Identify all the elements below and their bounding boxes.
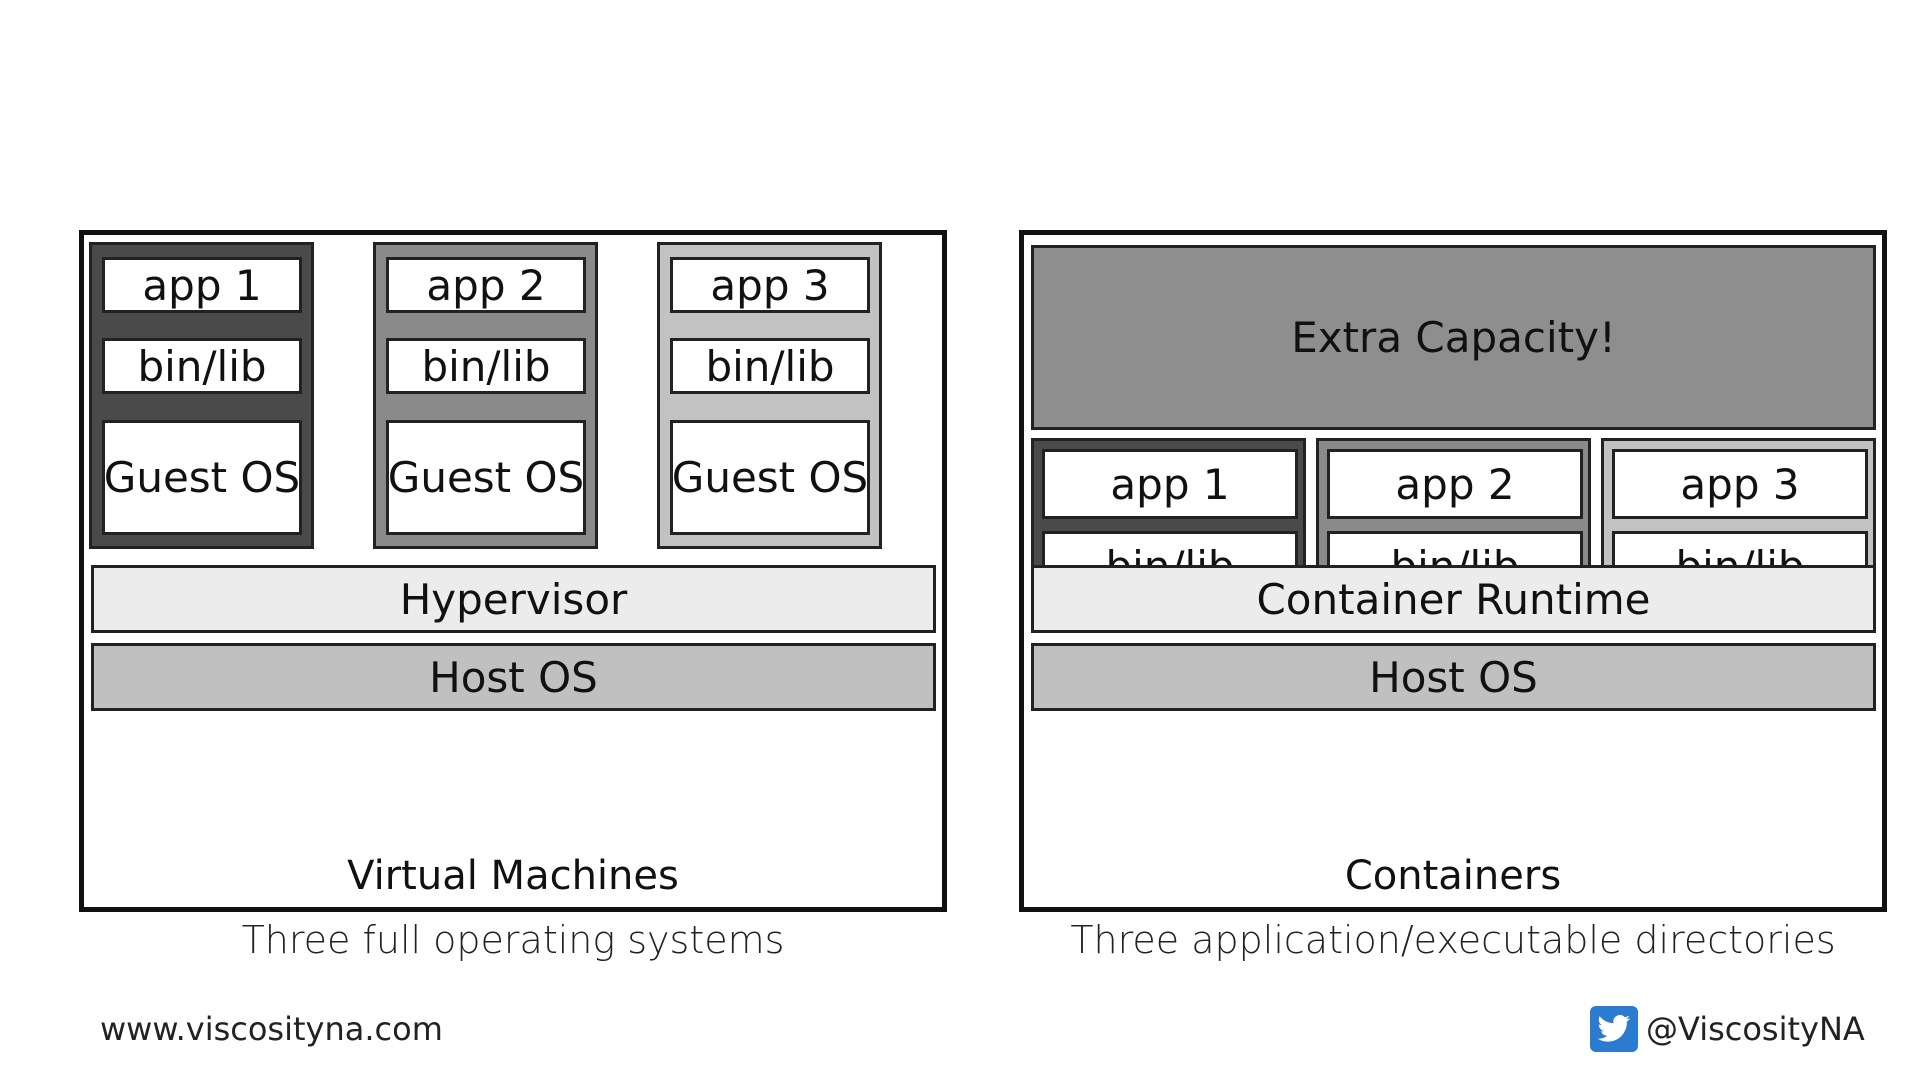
containers-panel: Extra Capacity! app 1 bin/lib app 2 bin/… [1019, 230, 1887, 912]
containers-panel-title: Containers [1344, 853, 1562, 899]
vm-column-2: app 2 bin/lib Guest OS [373, 242, 598, 549]
container-host-os-layer: Host OS [1031, 643, 1876, 711]
website-link[interactable]: www.viscositynа.com [100, 1010, 443, 1048]
extra-capacity-box: Extra Capacity! [1031, 245, 1876, 430]
vm-app-1-box: app 1 [102, 257, 302, 313]
vm-guest-os-3-box: Guest OS [670, 420, 870, 535]
twitter-handle[interactable]: @ViscosityNA [1646, 1010, 1865, 1048]
vm-binlib-3-box: bin/lib [670, 338, 870, 394]
container-app-1-box: app 1 [1042, 449, 1298, 519]
vm-caption: Three full operating systems [241, 918, 785, 962]
container-app-2-box: app 2 [1327, 449, 1583, 519]
container-runtime-layer: Container Runtime [1031, 565, 1876, 633]
vm-app-2-box: app 2 [386, 257, 586, 313]
containers-caption: Three application/executable directories [1070, 918, 1836, 962]
vm-guest-os-2-box: Guest OS [386, 420, 586, 535]
vm-binlib-2-box: bin/lib [386, 338, 586, 394]
vm-guest-os-1-box: Guest OS [102, 420, 302, 535]
vm-panel-title: Virtual Machines [347, 853, 679, 899]
container-app-3-box: app 3 [1612, 449, 1868, 519]
twitter-bird-icon [1590, 1006, 1638, 1052]
vm-binlib-1-box: bin/lib [102, 338, 302, 394]
vm-column-1: app 1 bin/lib Guest OS [89, 242, 314, 549]
vm-host-os-layer: Host OS [91, 643, 936, 711]
vm-app-3-box: app 3 [670, 257, 870, 313]
virtual-machines-panel: app 1 bin/lib Guest OS app 2 bin/lib Gue… [79, 230, 947, 912]
vm-column-3: app 3 bin/lib Guest OS [657, 242, 882, 549]
hypervisor-layer: Hypervisor [91, 565, 936, 633]
